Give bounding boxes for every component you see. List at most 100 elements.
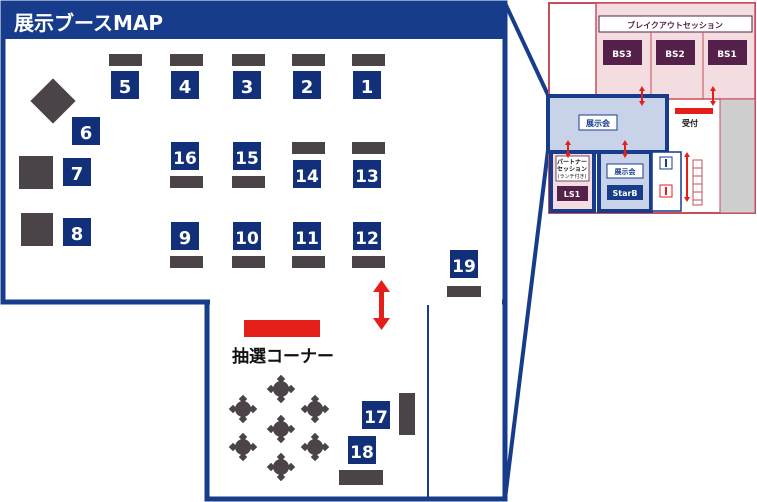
table-4 (170, 54, 203, 66)
reception-desk (675, 108, 713, 114)
booth-5[interactable]: 5 (111, 71, 139, 99)
booth-13[interactable]: 13 (353, 160, 381, 188)
round-table (300, 432, 330, 462)
svg-text:1: 1 (361, 77, 374, 98)
title-bar (3, 3, 505, 39)
booth-tables (19, 54, 481, 485)
svg-text:10: 10 (235, 229, 259, 249)
table-1 (352, 54, 385, 66)
table-10 (232, 256, 265, 268)
svg-text:16: 16 (173, 149, 197, 169)
svg-text:4: 4 (179, 77, 192, 98)
service-room (719, 98, 756, 214)
round-table (228, 394, 258, 424)
lottery-counter (244, 320, 320, 337)
table-13 (352, 142, 385, 154)
table-19 (447, 286, 481, 297)
map-title: 展示ブースMAP (14, 11, 163, 35)
svg-text:LS1: LS1 (564, 190, 581, 199)
svg-text:9: 9 (179, 228, 192, 249)
booth-6-block (30, 78, 76, 124)
svg-text:StarB: StarB (612, 189, 637, 198)
round-table (228, 432, 258, 462)
svg-text:14: 14 (295, 167, 319, 187)
table-17 (399, 393, 415, 435)
svg-text:15: 15 (235, 149, 259, 169)
partner-label-1: パートナー (557, 158, 587, 166)
expo-label[interactable]: 展示会 (578, 114, 618, 131)
room-bs3[interactable]: BS3 (603, 40, 642, 65)
overview-arrows (565, 86, 716, 202)
lottery-label: 抽選コーナー (232, 346, 334, 367)
booth-1[interactable]: 1 (353, 71, 381, 99)
table-2 (292, 54, 325, 66)
table-3 (232, 54, 265, 66)
booth-2[interactable]: 2 (293, 71, 321, 99)
table-5 (109, 54, 142, 66)
room-bs2[interactable]: BS2 (656, 40, 695, 65)
zoom-line-top (503, 2, 550, 96)
booth-4[interactable]: 4 (171, 71, 199, 99)
booth-9[interactable]: 9 (171, 222, 199, 250)
svg-text:12: 12 (355, 229, 379, 249)
booth-7-block (19, 156, 53, 189)
booth-10[interactable]: 10 (233, 222, 261, 250)
svg-text:5: 5 (119, 77, 132, 98)
restroom-female-icon (659, 184, 673, 198)
partner-label-3: (ランチ付き) (558, 173, 587, 180)
booth-19[interactable]: 19 (450, 250, 478, 278)
table-11 (292, 256, 325, 268)
breakout-header (598, 15, 753, 33)
svg-text:展示会: 展示会 (585, 118, 610, 128)
round-table (266, 452, 296, 482)
table-14 (292, 142, 325, 154)
svg-text:展示会: 展示会 (614, 167, 637, 176)
reception-label: 受付 (682, 118, 698, 128)
venue-overview: ブレイクアウトセッション BS3 BS2 BS1 展示会 受付 パートナー セッ… (546, 2, 756, 214)
restroom-male-icon (659, 156, 673, 170)
hall-opening (210, 299, 502, 305)
round-table (300, 394, 330, 424)
table-15 (232, 176, 265, 188)
booth-7[interactable]: 7 (63, 158, 91, 186)
room-bs1[interactable]: BS1 (708, 40, 747, 65)
svg-text:19: 19 (452, 257, 476, 277)
expo2-label[interactable]: 展示会 (606, 163, 644, 179)
zoom-line-bottom (503, 149, 550, 500)
booth-8-block (21, 213, 53, 246)
room-ls1[interactable]: LS1 (557, 186, 588, 201)
svg-text:2: 2 (301, 77, 314, 98)
booth-15[interactable]: 15 (233, 142, 261, 170)
round-table (266, 414, 296, 444)
booth-18[interactable]: 18 (348, 436, 376, 464)
stairs-icon (692, 159, 703, 206)
svg-text:BS3: BS3 (612, 50, 632, 60)
booth-17[interactable]: 17 (362, 401, 390, 429)
svg-text:7: 7 (71, 164, 84, 185)
passage-arrow (373, 280, 390, 330)
svg-text:11: 11 (295, 229, 319, 249)
svg-text:8: 8 (71, 224, 84, 245)
table-9 (170, 256, 203, 268)
svg-text:13: 13 (355, 167, 379, 187)
svg-text:17: 17 (364, 408, 388, 428)
svg-text:BS2: BS2 (665, 50, 685, 60)
booth-16[interactable]: 16 (171, 142, 199, 170)
booth-12[interactable]: 12 (353, 222, 381, 250)
partner-label-2: セッション (557, 166, 587, 173)
booth-11[interactable]: 11 (293, 222, 321, 250)
booth-8[interactable]: 8 (63, 218, 91, 246)
svg-text:BS1: BS1 (717, 50, 737, 60)
round-tables (228, 374, 330, 482)
table-12 (352, 256, 385, 268)
booth-3[interactable]: 3 (233, 71, 261, 99)
table-18 (339, 470, 383, 485)
breakout-label: ブレイクアウトセッション (627, 20, 723, 30)
table-16 (170, 176, 203, 188)
booth-6[interactable]: 6 (72, 117, 100, 145)
room-starb[interactable]: StarB (607, 185, 643, 200)
booth-14[interactable]: 14 (293, 160, 321, 188)
starb-room (597, 150, 653, 213)
svg-text:18: 18 (350, 443, 374, 463)
